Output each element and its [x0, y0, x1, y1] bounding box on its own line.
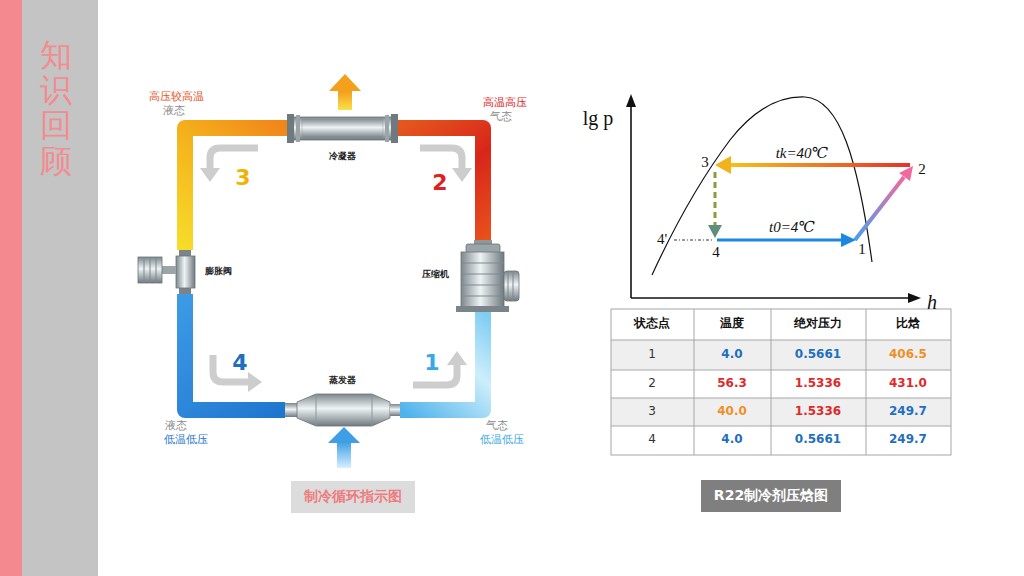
condenser-box: 冷凝器 — [287, 114, 398, 143]
axis-label: h — [927, 291, 937, 314]
table-header: 状态点 — [634, 317, 670, 331]
condenser — [287, 114, 398, 143]
table-cell: 1 — [648, 348, 656, 362]
heat-out-arrow — [329, 74, 361, 110]
flow-arrows — [210, 148, 462, 385]
ph-chart — [626, 94, 921, 303]
valve-box: 膨胀阀 — [137, 250, 197, 294]
isotherm-label: t0=4℃ — [769, 219, 815, 236]
node-label: 膨胀阀 — [205, 265, 232, 278]
refrigerant-pipe — [185, 294, 285, 410]
table-cell: 3 — [648, 405, 656, 419]
table-cell: 4.0 — [721, 348, 742, 362]
refrigerant-pipe — [400, 312, 483, 410]
state-text: 低温低压 — [480, 434, 524, 447]
state-text: 高温高压 — [483, 97, 527, 110]
state-table — [611, 309, 951, 455]
refrigerant-pipe — [398, 128, 483, 240]
state-text: 高压较高温 — [149, 91, 204, 104]
table-cell: 1.5336 — [795, 377, 841, 391]
table-cell: 249.7 — [889, 405, 927, 419]
table-cell: 0.5661 — [795, 348, 841, 362]
table-header: 绝对压力 — [794, 317, 842, 331]
point-label: 2 — [918, 161, 926, 178]
callout-number: 1 — [424, 350, 439, 375]
point-label: 3 — [701, 154, 709, 171]
heat-in-arrow — [328, 427, 360, 468]
sidebar-band — [22, 0, 98, 576]
node-label: 知识回顾 — [40, 38, 72, 179]
flow-arrowheads — [200, 168, 472, 392]
table-cell: 40.0 — [717, 405, 747, 419]
state-text: 低温低压 — [164, 434, 208, 447]
state-text: 液态 — [165, 420, 187, 433]
node-label: 压缩机 — [422, 268, 449, 281]
table-cell: 1.5336 — [795, 405, 841, 419]
caption-text: 制冷循环指示图 — [304, 488, 402, 506]
table-cell: 4 — [648, 433, 656, 447]
table-cell: 431.0 — [889, 377, 927, 391]
callout-number: 3 — [235, 165, 250, 190]
point-label: 4 — [712, 244, 720, 261]
caption-text: R22制冷剂压焓图 — [714, 487, 828, 505]
isotherm-label: tk=40℃ — [776, 145, 829, 162]
caption-box: R22制冷剂压焓图 — [701, 480, 841, 512]
table-cell: 4.0 — [721, 433, 742, 447]
state-text: 气态 — [490, 111, 512, 124]
table-cell: 249.7 — [889, 433, 927, 447]
table-cell: 406.5 — [889, 348, 927, 362]
table-header: 温度 — [720, 317, 744, 331]
compressor — [456, 240, 519, 312]
evaporator-box: 蒸发器 — [285, 394, 400, 426]
sidebar-strip — [0, 0, 22, 576]
state-text: 液态 — [163, 105, 185, 118]
point-label: 4' — [657, 231, 667, 248]
refrigerant-pipe — [185, 128, 287, 250]
table-cell: 2 — [648, 377, 656, 391]
node-label: 冷凝器 — [329, 150, 356, 163]
point-label: 1 — [858, 241, 866, 258]
caption-box: 制冷循环指示图 — [291, 481, 415, 513]
sidebar-band: 知识回顾 — [0, 0, 98, 576]
callout-number: 4 — [232, 350, 247, 375]
table-cell: 56.3 — [717, 377, 747, 391]
compressor-box: 压缩机 — [455, 240, 520, 312]
state-text: 气态 — [486, 420, 508, 433]
evaporator — [285, 394, 400, 426]
axis-label: lg p — [583, 107, 614, 130]
table-cell: 0.5661 — [795, 433, 841, 447]
table-header: 比焓 — [896, 317, 920, 331]
callout-number: 2 — [432, 170, 447, 195]
node-label: 蒸发器 — [329, 374, 356, 387]
expansion-valve — [138, 250, 195, 294]
